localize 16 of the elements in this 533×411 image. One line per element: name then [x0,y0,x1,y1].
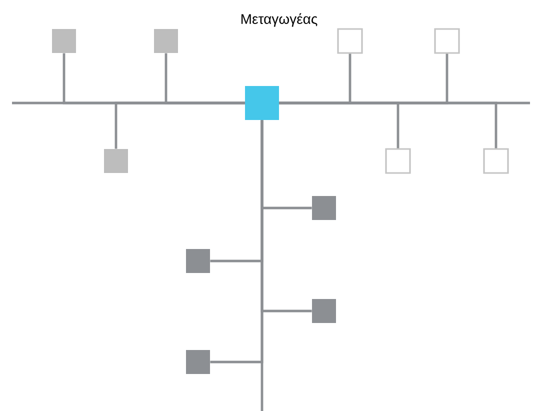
title: Μεταγωγέας [241,13,318,27]
device-square [312,299,336,323]
connector-line [279,102,498,148]
connector-line [210,120,264,364]
device-square [104,149,128,173]
device-square [337,28,363,54]
device-square [385,148,411,174]
connector-line [114,102,245,149]
device-square [483,148,509,174]
device-square [154,29,178,53]
device-square [186,350,210,374]
device-square [52,29,76,53]
device-square [434,28,460,54]
switch-square [245,86,279,120]
device-square [186,249,210,273]
device-square [312,196,336,220]
